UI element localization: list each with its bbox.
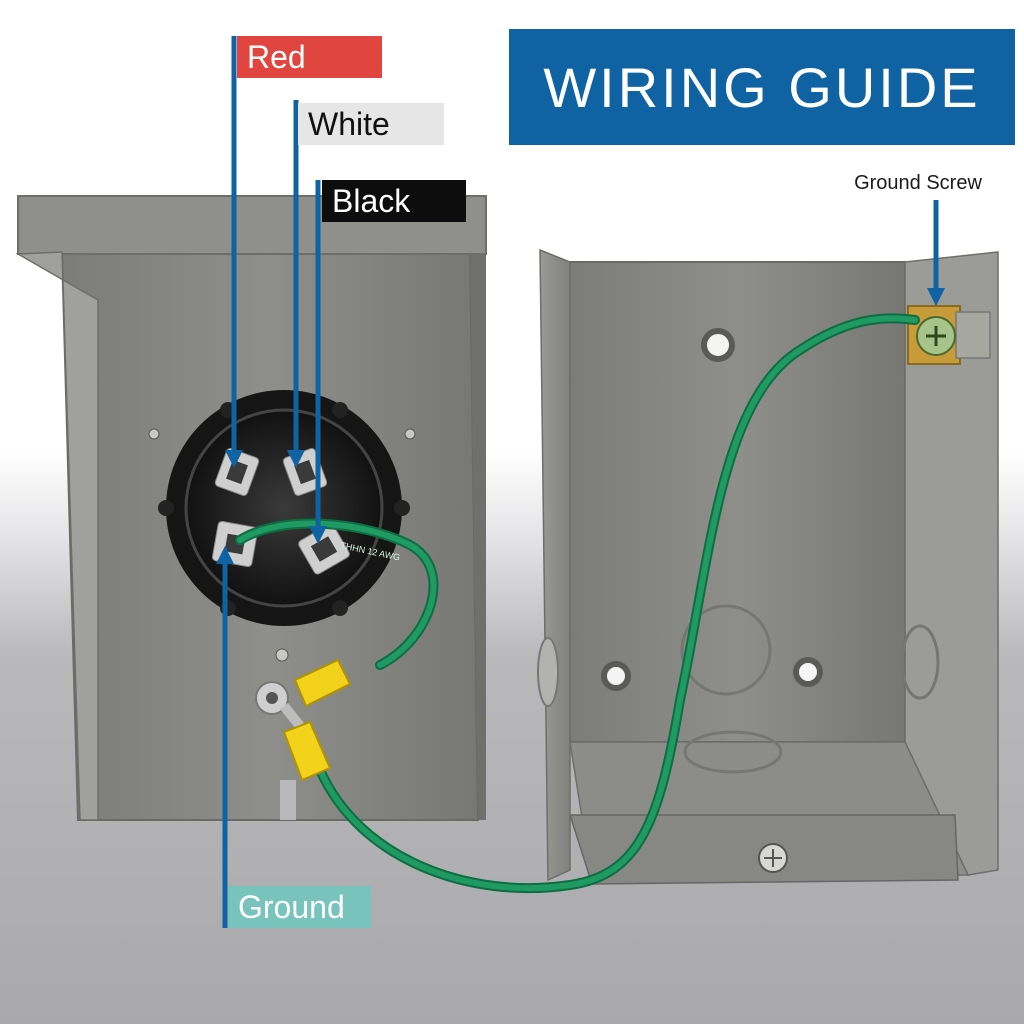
label-red: Red: [237, 36, 382, 78]
arrow-up-icon: [216, 546, 234, 564]
yellow-connector-lower: [282, 720, 332, 782]
label-black: Black: [322, 180, 466, 222]
mount-screw-icon: [148, 428, 160, 440]
label-ground-screw: Ground Screw: [854, 172, 982, 194]
arrow-down-icon: [309, 526, 327, 544]
mount-screw-icon: [275, 648, 289, 662]
mount-screw-icon: [404, 428, 416, 440]
yellow-connector-upper: [293, 658, 352, 708]
label-ground: Ground: [228, 886, 371, 928]
ring-terminal: [255, 681, 304, 730]
terminal-red: [214, 448, 260, 496]
ground-wire: THHN 12 AWG: [235, 313, 920, 893]
arrow-down-icon: [287, 450, 305, 468]
arrow-down-icon: [225, 450, 243, 468]
ground-screw: [907, 305, 991, 365]
leader-lines: [216, 36, 945, 928]
arrow-down-icon: [927, 288, 945, 306]
label-white: White: [298, 103, 444, 145]
page-title: WIRING GUIDE: [509, 29, 1015, 145]
terminal-black: [298, 523, 350, 575]
right-enclosure: [537, 248, 999, 885]
